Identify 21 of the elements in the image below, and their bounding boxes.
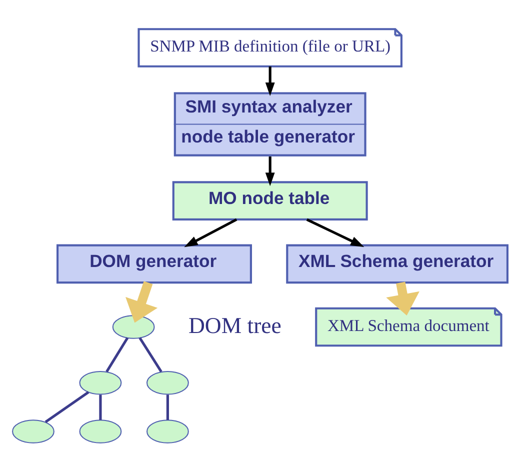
node-ellipse <box>146 370 189 394</box>
connector <box>106 336 129 372</box>
connector <box>44 390 90 422</box>
connector <box>166 394 169 420</box>
arrow <box>306 218 364 246</box>
arrow <box>265 156 275 186</box>
node-ellipse <box>79 370 122 394</box>
node-ellipse <box>146 419 189 443</box>
node-ellipse <box>79 419 122 443</box>
node-box: XML Schema generator <box>286 244 508 284</box>
arrow <box>126 280 158 322</box>
connector <box>138 336 162 372</box>
node-ellipse <box>112 314 155 338</box>
arrow <box>265 66 275 96</box>
arrow <box>386 281 420 316</box>
arrow <box>184 218 238 247</box>
node-ellipse <box>12 419 54 443</box>
node-box: DOM generator <box>56 244 252 284</box>
node-box: MO node table <box>172 180 368 220</box>
connector <box>99 394 102 420</box>
node-label: DOM tree <box>188 312 282 338</box>
